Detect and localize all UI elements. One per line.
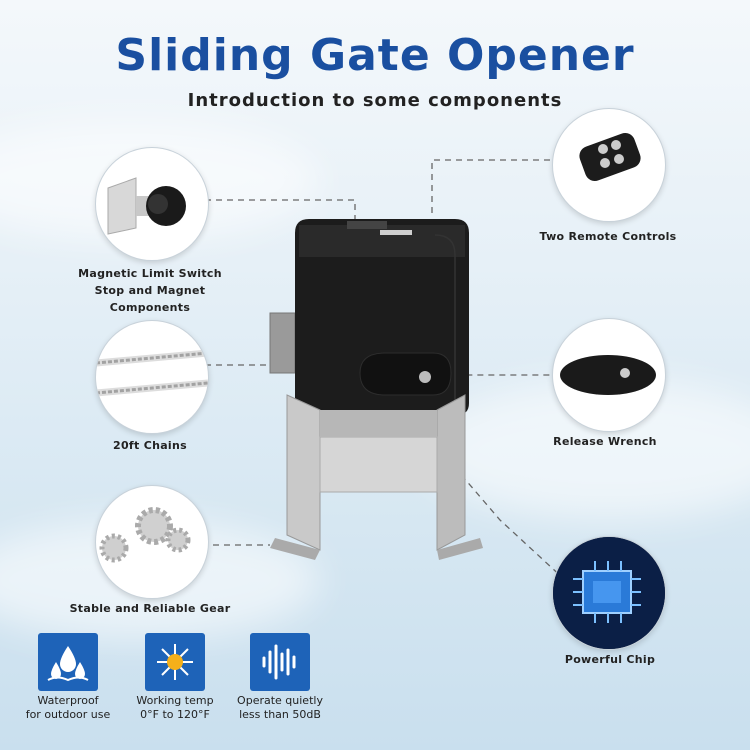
label-line: Stable and Reliable Gear [69, 602, 231, 615]
component-label-chip: Powerful Chip [545, 651, 675, 668]
chip-circle [552, 536, 666, 650]
feature-line: Waterproof [37, 694, 99, 707]
feature-line: 0°F to 120°F [140, 708, 210, 721]
waterproof-feature [38, 633, 98, 691]
water-drops-icon [47, 646, 89, 682]
sound-wave-icon [262, 644, 296, 680]
quiet-operation-feature [250, 633, 310, 691]
label-line: 20ft Chains [113, 439, 187, 452]
release-wrench-circle [552, 318, 666, 432]
remote-control-circle [552, 108, 666, 222]
feature-line: Operate quietly [237, 694, 323, 707]
label-line: Release Wrench [553, 435, 657, 448]
snow-sun-icon [157, 644, 193, 680]
gear-circle [95, 485, 209, 599]
label-line: Two Remote Controls [539, 230, 677, 243]
component-label-remote: Two Remote Controls [528, 228, 688, 245]
feature-label-quiet: Operate quietly less than 50dB [225, 694, 335, 722]
limit-switch-circle [95, 147, 209, 261]
label-line: Magnetic Limit Switch [78, 267, 222, 280]
working-temp-feature [145, 633, 205, 691]
chain-icon [96, 349, 208, 397]
label-line: Stop and Magnet Components [94, 284, 206, 314]
component-label-gear: Stable and Reliable Gear [60, 600, 240, 617]
chains-circle [95, 320, 209, 434]
component-label-limit-switch: Magnetic Limit Switch Stop and Magnet Co… [70, 265, 230, 316]
gate-opener-motor [269, 219, 483, 560]
feature-line: for outdoor use [25, 708, 111, 721]
feature-label-temp: Working temp 0°F to 120°F [120, 694, 230, 722]
feature-line: Working temp [136, 694, 214, 707]
release-wrench-icon [560, 355, 656, 395]
feature-label-waterproof: Waterproof for outdoor use [13, 694, 123, 722]
gear-icon [99, 507, 191, 563]
chip-icon [553, 537, 665, 649]
component-label-chains: 20ft Chains [85, 437, 215, 454]
remote-control-icon [579, 132, 641, 182]
feature-line: less than 50dB [239, 708, 321, 721]
magnetic-limit-switch-icon [107, 177, 186, 235]
page-subtitle: Introduction to some components [187, 90, 563, 111]
label-line: Powerful Chip [564, 653, 656, 666]
page-title: Sliding Gate Opener [115, 30, 635, 81]
component-label-wrench: Release Wrench [540, 433, 670, 450]
